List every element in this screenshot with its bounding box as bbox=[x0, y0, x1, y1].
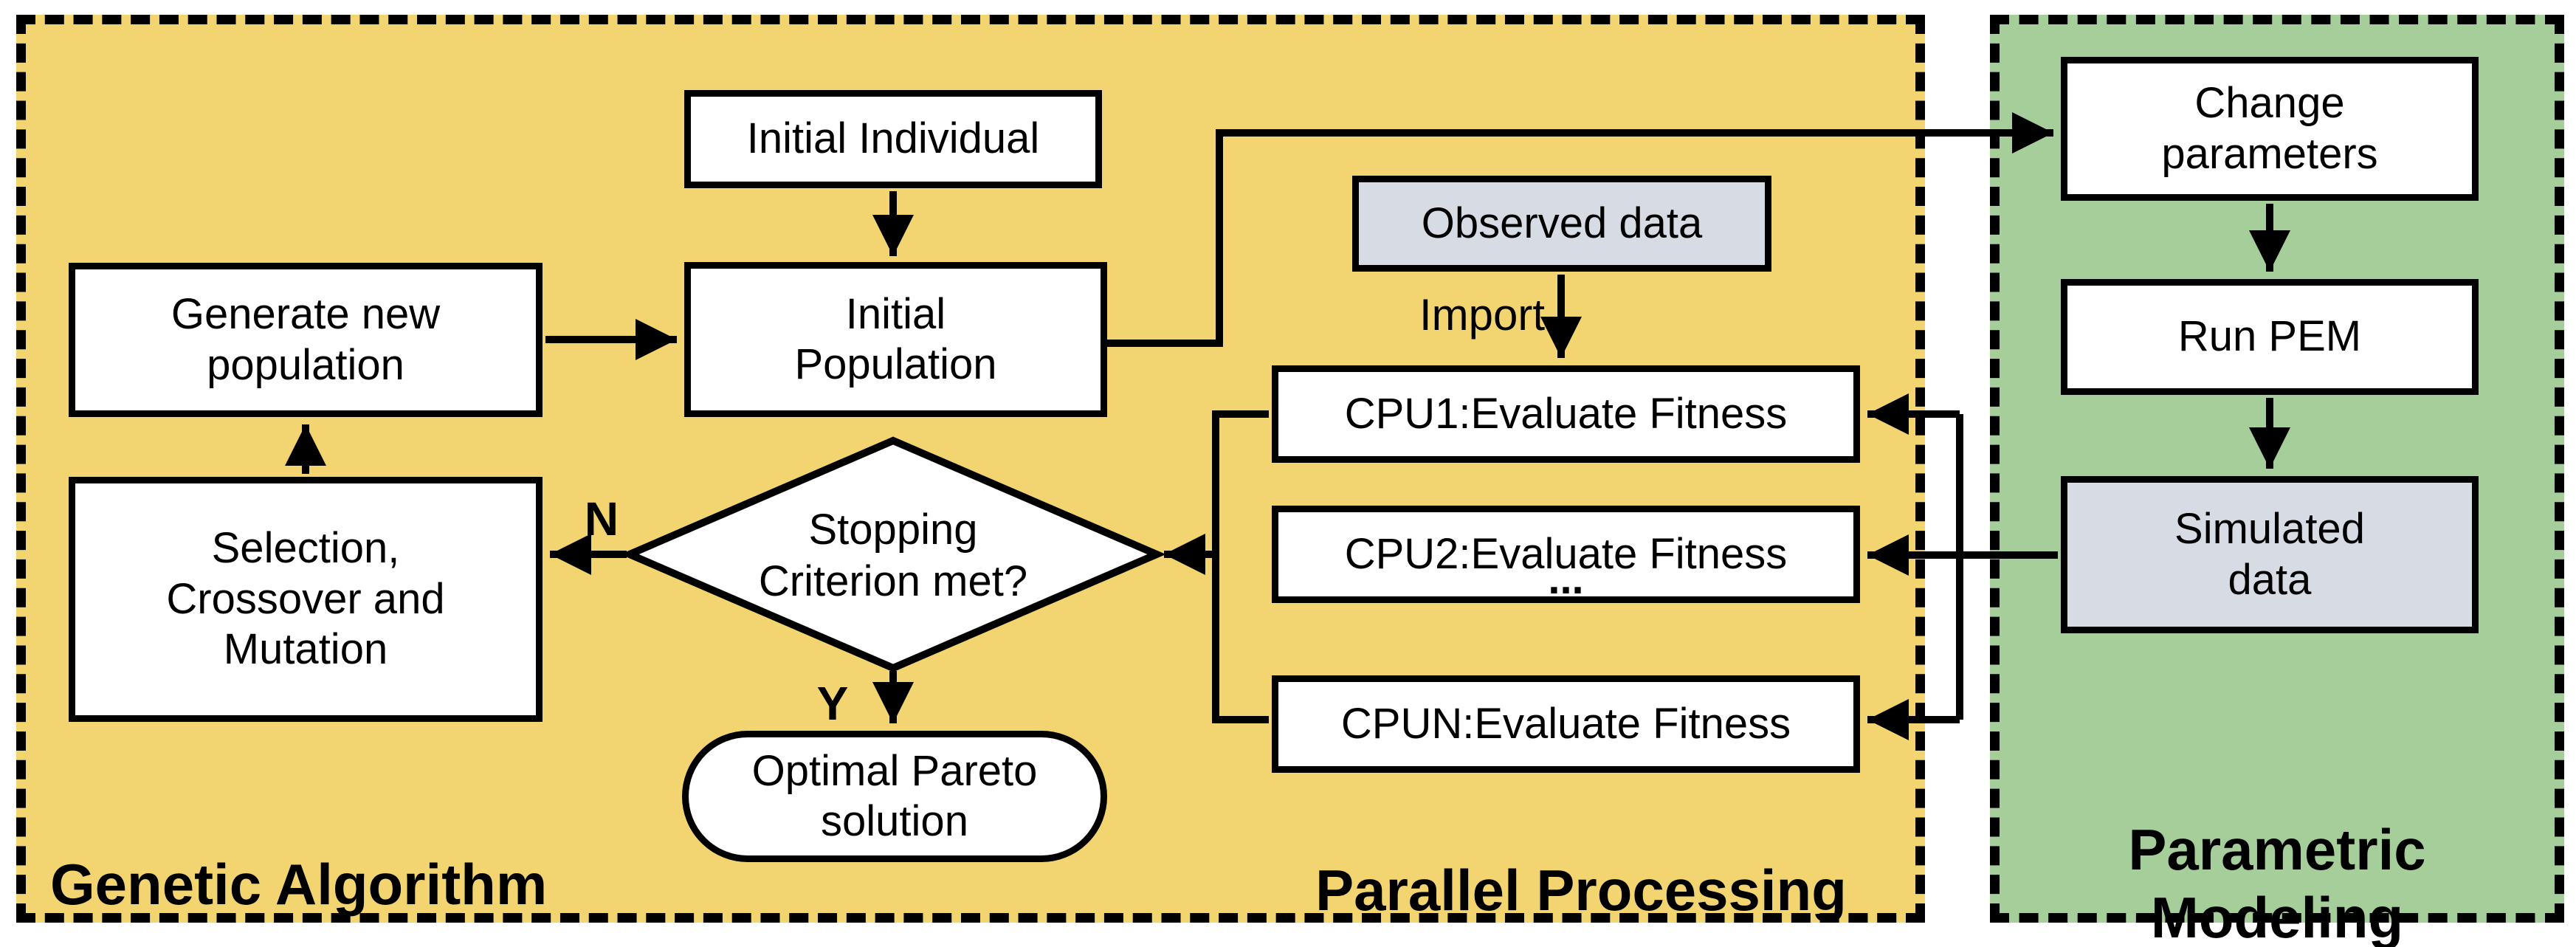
node-generate-new-population: Generate new population bbox=[69, 263, 543, 417]
region-label-parametric-modeling-algorithm: Parametric Modeling Algorithm bbox=[2128, 817, 2426, 947]
node-change-parameters: Change parameters bbox=[2061, 57, 2479, 201]
node-cpu2-evaluate-fitness: CPU2:Evaluate Fitness ... bbox=[1272, 506, 1860, 603]
node-cpun-evaluate-fitness: CPUN:Evaluate Fitness bbox=[1272, 675, 1860, 773]
node-cpu1-evaluate-fitness: CPU1:Evaluate Fitness bbox=[1272, 365, 1860, 463]
edge-label-no: N bbox=[584, 492, 619, 545]
edge-label-import: Import bbox=[1419, 290, 1546, 340]
region-label-parallel-processing: Parallel Processing bbox=[1315, 858, 1847, 923]
node-optimal-pareto-solution: Optimal Pareto solution bbox=[682, 731, 1107, 862]
node-run-pem: Run PEM bbox=[2061, 279, 2479, 395]
region-label-genetic-algorithm: Genetic Algorithm bbox=[50, 852, 548, 917]
node-stopping-criterion-label: Stopping Criterion met? bbox=[758, 505, 1028, 605]
node-simulated-data: Simulated data bbox=[2061, 476, 2479, 633]
node-initial-population: Initial Population bbox=[684, 262, 1107, 417]
node-selection-crossover-mutation: Selection, Crossover and Mutation bbox=[69, 477, 543, 722]
edge-label-yes: Y bbox=[816, 677, 849, 730]
cpu-ellipsis: ... bbox=[1548, 555, 1584, 603]
node-initial-individual: Initial Individual bbox=[684, 90, 1102, 188]
node-observed-data: Observed data bbox=[1352, 176, 1771, 272]
cpu2-label: CPU2:Evaluate Fitness bbox=[1344, 529, 1788, 578]
